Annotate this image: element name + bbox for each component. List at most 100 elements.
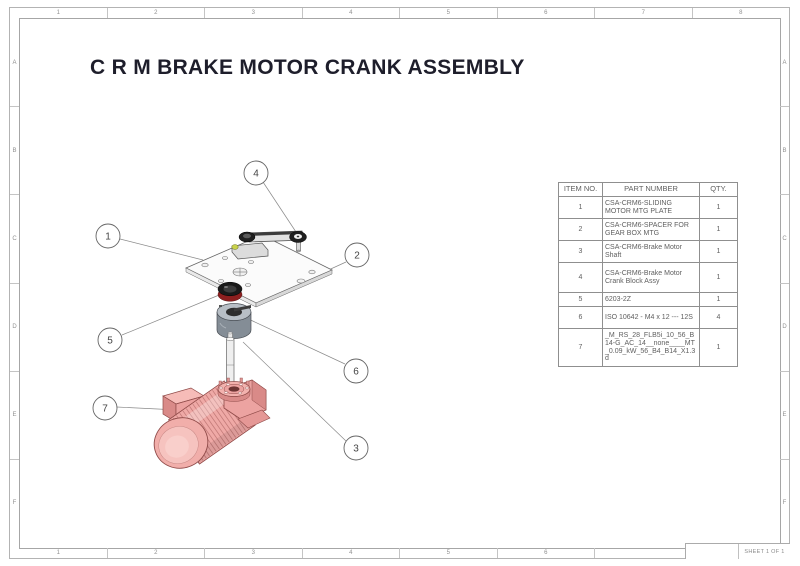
- sheet-number-label: SHEET 1 OF 1: [744, 548, 785, 555]
- zone-label: B: [782, 147, 787, 154]
- ruler-zone: D: [10, 282, 19, 371]
- bom-qty: 1: [699, 218, 738, 241]
- zone-label: C: [12, 235, 17, 242]
- ruler-zone: 4: [301, 8, 400, 18]
- gearbox-foot: [237, 409, 271, 429]
- bom-part-number: ISO 10642 - M4 x 12 --- 12S: [602, 306, 700, 329]
- ruler-zone: 3: [204, 548, 302, 558]
- part-crank-block-assembly: [231, 230, 307, 260]
- zone-label: 6: [544, 550, 548, 556]
- ruler-zone: F: [10, 458, 19, 547]
- plunger-screw: [231, 244, 239, 250]
- zone-label: C: [782, 235, 787, 242]
- ruler-zone: E: [780, 370, 789, 459]
- bom-header-qty: QTY.: [699, 182, 738, 197]
- bom-qty: 1: [699, 196, 738, 219]
- motor-front-cap: [153, 417, 209, 469]
- bom-part-number: 6203-2Z: [602, 292, 700, 307]
- balloon-number: 3: [353, 444, 359, 455]
- bom-row: 6 ISO 10642 - M4 x 12 --- 12S 4: [558, 306, 738, 329]
- zone-label: A: [12, 59, 17, 66]
- zone-label: F: [782, 500, 787, 507]
- bom-header-row: ITEM NO. PART NUMBER QTY.: [558, 182, 738, 197]
- balloon-callouts: 1 2 3 4 5 6 7: [92, 160, 370, 461]
- bom-part-number: CSA-CRM6-Brake Motor Crank Block Assy: [602, 262, 700, 293]
- bom-item-no: 3: [558, 240, 603, 263]
- balloon-number: 7: [102, 404, 108, 415]
- bom-item-no: 4: [558, 262, 603, 293]
- bom-part-number: _M_RS_28_FLB5i_10_56_B14-G_AC_14__none__…: [602, 328, 700, 367]
- zone-label: E: [12, 412, 17, 419]
- zone-label: B: [12, 147, 17, 154]
- balloon-number: 6: [353, 367, 359, 378]
- ruler-zone: 3: [204, 8, 302, 18]
- balloon-number: 2: [354, 251, 360, 262]
- bom-item-no: 7: [558, 328, 603, 367]
- balloon-number: 4: [253, 169, 259, 180]
- zone-label: 2: [154, 550, 158, 556]
- bom-qty: 1: [699, 240, 738, 263]
- spacer-slot: [234, 305, 251, 312]
- ruler-zone: D: [780, 282, 789, 371]
- balloon-number: 1: [105, 232, 111, 243]
- title-block-empty-cell: [686, 544, 739, 559]
- ruler-zone: [594, 548, 692, 558]
- bom-item-no: 2: [558, 218, 603, 241]
- bom-table: ITEM NO. PART NUMBER QTY. 1 CSA-CRM6-SLI…: [558, 182, 738, 367]
- balloon-number: 5: [107, 336, 113, 347]
- bom-row: 2 CSA-CRM6-SPACER FOR GEAR BOX MTG 1: [558, 218, 738, 241]
- balloon-1: 1: [95, 223, 121, 249]
- zone-label: F: [12, 500, 17, 507]
- balloon-6: 6: [343, 358, 369, 384]
- bom-row: 1 CSA-CRM6-SLIDING MOTOR MTG PLATE 1: [558, 196, 738, 219]
- zone-label: 8: [739, 10, 743, 16]
- bom-qty: 4: [699, 306, 738, 329]
- bom-header-part: PART NUMBER: [602, 182, 700, 197]
- zone-label: 4: [349, 550, 353, 556]
- sheet-outer-border: [9, 7, 790, 559]
- ruler-zone: C: [780, 194, 789, 282]
- balloon-4: 4: [243, 160, 269, 186]
- bom-header-item: ITEM NO.: [558, 182, 603, 197]
- ruler-zone: A: [780, 19, 789, 106]
- zone-label: 4: [349, 10, 353, 16]
- bom-item-no: 1: [558, 196, 603, 219]
- zone-label: 5: [446, 550, 450, 556]
- bom-qty: 1: [699, 328, 738, 367]
- bom-row: 7 _M_RS_28_FLB5i_10_56_B14-G_AC_14__none…: [558, 328, 738, 367]
- motor-output-flange: [217, 377, 251, 402]
- zone-label: 6: [544, 10, 548, 16]
- ruler-zone: 2: [106, 548, 205, 558]
- bom-part-number: CSA-CRM6-SPACER FOR GEAR BOX MTG: [602, 218, 700, 241]
- ruler-top: 1 2 3 4 5 6 7 8: [10, 8, 789, 18]
- ruler-zone: 7: [594, 8, 692, 18]
- title-block: SHEET 1 OF 1: [685, 543, 790, 559]
- bom-qty: 1: [699, 292, 738, 307]
- ruler-zone: 2: [106, 8, 205, 18]
- ruler-left: A B C D E F: [10, 19, 19, 547]
- zone-label: A: [782, 59, 787, 66]
- zone-label: 3: [251, 10, 255, 16]
- balloon-3: 3: [343, 435, 369, 461]
- bom-item-no: 5: [558, 292, 603, 307]
- bom-row: 4 CSA-CRM6-Brake Motor Crank Block Assy …: [558, 262, 738, 293]
- drawing-title: C R M BRAKE MOTOR CRANK ASSEMBLY: [90, 56, 525, 79]
- ruler-zone: E: [10, 370, 19, 459]
- zone-label: 1: [56, 550, 60, 556]
- part-spacer-block: [216, 303, 252, 339]
- part-bearing-6203-2z: [217, 281, 243, 302]
- zone-label: 2: [154, 10, 158, 16]
- balloon-7: 7: [92, 395, 118, 421]
- bom-row: 3 CSA-CRM6-Brake Motor Shaft 1: [558, 240, 738, 263]
- bom-part-number: CSA-CRM6-SLIDING MOTOR MTG PLATE: [602, 196, 700, 219]
- ruler-zone: 5: [399, 548, 497, 558]
- ruler-zone: F: [780, 458, 789, 547]
- ruler-zone: B: [780, 106, 789, 194]
- ruler-right: A B C D E F: [780, 19, 789, 547]
- ruler-zone: 4: [301, 548, 400, 558]
- ruler-zone: 8: [691, 8, 790, 18]
- zone-label: 7: [641, 10, 645, 16]
- bom-qty: 1: [699, 262, 738, 293]
- balloon-5: 5: [97, 327, 123, 353]
